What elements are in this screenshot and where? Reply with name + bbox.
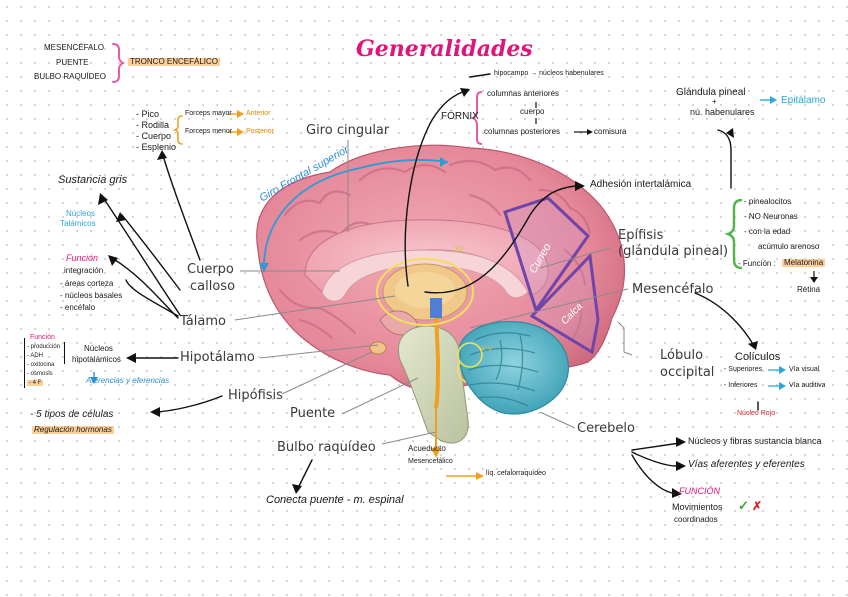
fornix-label: FÓRNIX [441,111,479,122]
cuneo-region [503,196,590,314]
callosum-part-cuerpo: - Cuerpo [136,131,172,141]
epifisis-retina: Retina [797,285,821,294]
hipotalamo-funcion-title: Función [30,334,55,341]
label-epifisis-2: (glándula pineal) [618,244,729,259]
coliculos-title: Colículos [735,351,781,363]
fourth-ventricle-label: 4°V [481,346,493,353]
corpus-callosum [321,249,529,302]
epifisis-note-2: - NO Neuronas [744,212,798,221]
superior-frontal-arrow [263,167,361,273]
glandula-pineal-1: Glándula pineal [676,87,746,98]
forceps-menor-target: Posterior [246,128,275,135]
sustancia-gris: Sustancia gris [58,174,128,186]
calcarine-region [529,252,600,355]
nucleos-talamicos-1: Núcleos [66,209,95,218]
label-bulbo: Bulbo raquídeo [277,440,376,455]
cerebelo-nucleos: Núcleos y fibras sustancia blanca [688,436,822,446]
epifisis-funcion-label: - Función : [738,259,776,268]
epifisis-note-4: acúmulo arenoso [758,242,820,251]
nucleos-hipotalamicos-2: hipotalámicos [72,355,121,364]
aferencias-eferencias: Aferencias y eferencias [86,376,170,385]
coliculos-via-auditiva: Vía auditiva [789,382,826,389]
coliculos-via-visual: Vía visual [789,366,820,373]
hipotalamo-item-4: - osmosis [27,371,53,377]
label-hipotalamo: Hipotálamo [180,350,255,365]
cerebelo-vias: Vías aferentes y eferentes [688,459,805,470]
hipofisis-note-1: - 5 tipos de células [30,409,114,420]
fornix-columnas-anteriores: columnas anteriores [487,89,560,98]
glandula-pineal-2: nú. habenulares [690,107,755,117]
cerebellum [459,320,569,415]
coliculos-inferiores: - Inferiores [724,382,758,389]
funcion-talamo-item-2: - áreas corteza [60,279,114,288]
nucleos-talamicos-2: Talámicos [60,219,96,228]
label-lobulo-occipital-2: occipital [660,365,715,380]
page-title: Generalidades [356,36,533,62]
hipotalamo-item-2: - ADH [27,353,44,359]
label-giro-cingular: Giro cingular [306,123,390,138]
adhesion-intertalamica: Adhesión intertalámica [590,179,692,190]
callosum-part-rodilla: - Rodilla [136,120,170,130]
label-puente: Puente [290,406,336,421]
pituitary [369,341,387,355]
brainstem-item-bulbo: BULBO RAQUÍDEO [34,72,107,81]
epitalamo: Epitálamo [781,95,826,106]
funcion-talamo-item-4: - encéfalo [60,303,96,312]
label-cuerpo-calloso-2: calloso [190,279,236,294]
epifisis-melatonina: Melatonina [782,258,826,267]
hipotalamo-box-border [24,338,26,388]
forceps-menor: Forceps menor [185,128,233,135]
label-cuerpo-calloso-1: Cuerpo [187,262,234,277]
fornix-cuerpo: cuerpo [520,107,545,116]
hipotalamo-item-5: - 4 F [27,380,44,386]
brainstem-item-puente: PUENTE [56,58,89,67]
third-ventricle-label: 3V [454,245,464,254]
cerebelo-movimientos: Movimientos [672,502,723,512]
tronco-encefalico-label: TRONCO ENCEFÁLICO [128,57,221,66]
conecta-puente: Conecta puente - m. espinal [266,494,404,506]
funcion-talamo-item-1: integración [64,266,104,275]
hipofisis-note-2: Regulación hormonas [32,425,114,434]
coliculos-superiores: - Superiores [724,366,763,373]
label-epifisis-1: Epífisis [618,228,664,243]
cerebelo-funcion: FUNCIÓN [679,486,720,496]
acueducto-2: Mesencefálico [408,458,453,465]
hipotalamo-item-3: - oxitocina [27,362,55,368]
liquido-cefalorraquideo: líq. cefalorraquídeo [486,470,546,477]
fornix-columnas-posteriores: columnas posteriores [484,127,561,136]
epifisis-note-1: - pinealocitos [744,197,792,206]
label-mesencefalo: Mesencéfalo [632,282,714,297]
nucleos-hipotalamicos-1: Núcleos [84,344,113,353]
nucleo-rojo: Núcleo Rojo [737,410,776,417]
cross-icon: ✗ [752,499,763,513]
label-hipofisis: Hipófisis [228,388,283,403]
callosum-part-esplenio: - Esplenio [136,142,177,152]
epifisis-note-3: - con la edad [744,227,791,236]
forceps-mayor-target: Anterior [246,110,271,117]
funcion-talamo-item-3: - núcleos basales [60,291,123,300]
cerebelo-coordinados: coordinados [674,515,718,524]
glandula-pineal-plus: + [712,97,717,106]
hipotalamo-inner-border [64,342,66,364]
callosum-part-pico: - Pico [136,109,160,119]
label-talamo: Tálamo [180,314,226,329]
fornix-conmisura: comisura [594,127,627,136]
brainstem-item-mesencefalo: MESENCÉFALO [44,43,105,52]
aqueduct [434,309,441,409]
check-icon: ✓ [738,498,749,513]
brainstem [397,325,469,444]
fornix-hipocampo: hipocampo → núcleos habenulares [494,70,604,77]
label-lobulo-occipital-1: Lóbulo [660,348,704,363]
funcion-talamo-title: Función [66,253,99,263]
acueducto-1: Acueducto [408,444,446,453]
label-cerebelo: Cerebelo [577,421,635,436]
hipotalamo-item-1: - producción [27,344,61,350]
forceps-mayor: Forceps mayor [185,110,232,117]
